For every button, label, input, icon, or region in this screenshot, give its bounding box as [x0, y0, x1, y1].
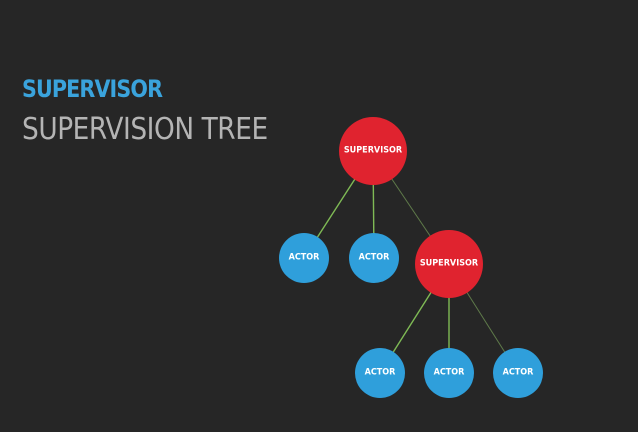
actor-1-label: ACTOR — [289, 253, 321, 263]
root-supervisor-node: SUPERVISOR — [339, 117, 407, 185]
sub-supervisor-circle — [415, 230, 483, 298]
tree-edges — [303, 150, 519, 374]
sub-supervisor-node: SUPERVISOR — [415, 230, 483, 298]
actor-node-2: ACTOR — [349, 233, 399, 283]
tree-nodes: SUPERVISOR ACTOR ACTOR SUPERVISOR ACTOR — [279, 117, 543, 398]
actor-2-circle — [349, 233, 399, 283]
slide-title: SUPERVISION TREE — [22, 112, 268, 147]
actor-5-label: ACTOR — [503, 368, 535, 378]
actor-3-circle — [355, 348, 405, 398]
root-supervisor-label: SUPERVISOR — [344, 146, 403, 156]
actor-node-3: ACTOR — [355, 348, 405, 398]
actor-node-1: ACTOR — [279, 233, 329, 283]
actor-5-circle — [493, 348, 543, 398]
actor-4-label: ACTOR — [434, 368, 466, 378]
actor-1-circle — [279, 233, 329, 283]
slide-kicker: SUPERVISOR — [22, 75, 163, 103]
actor-4-circle — [424, 348, 474, 398]
sub-supervisor-label: SUPERVISOR — [420, 259, 479, 269]
actor-3-label: ACTOR — [365, 368, 397, 378]
actor-node-4: ACTOR — [424, 348, 474, 398]
actor-node-5: ACTOR — [493, 348, 543, 398]
actor-2-label: ACTOR — [359, 253, 391, 263]
root-supervisor-circle — [339, 117, 407, 185]
